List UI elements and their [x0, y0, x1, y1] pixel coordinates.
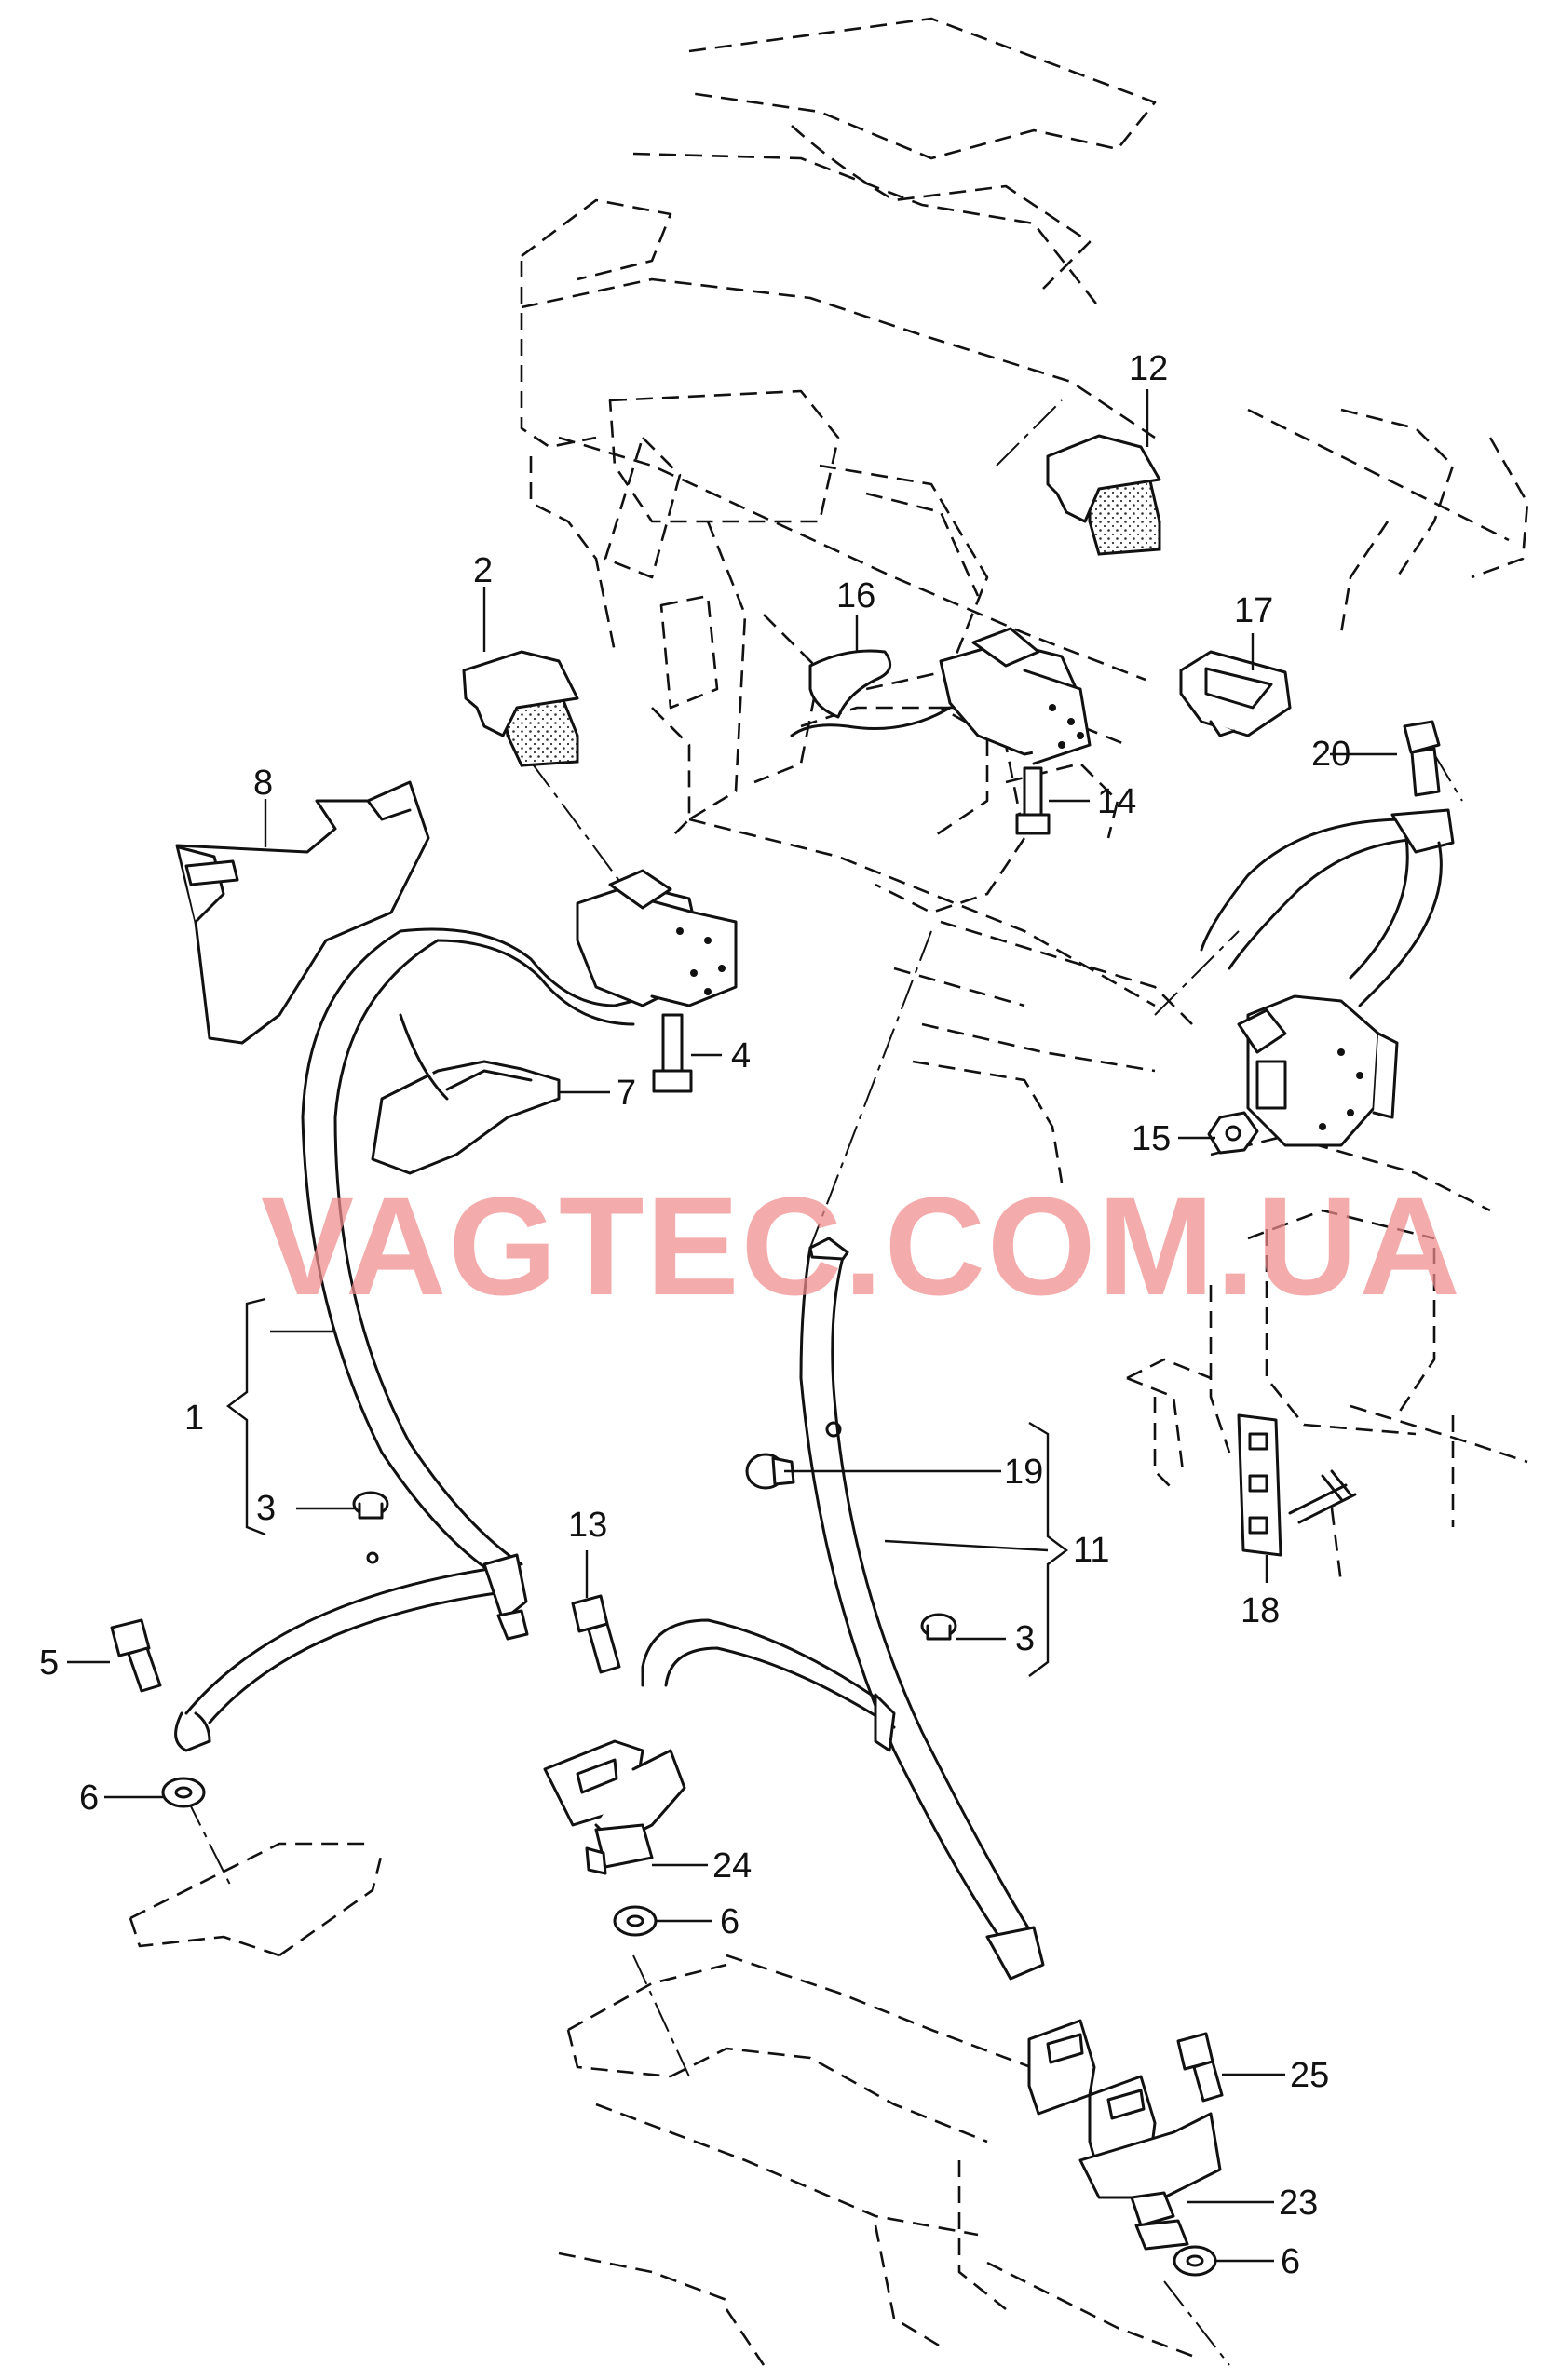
- leader-lines: [67, 389, 1397, 2263]
- watermark-text: VAGTEC.COM.UA: [261, 1168, 1462, 1324]
- part-7-guide-trim: [371, 1013, 561, 1175]
- callout-3-right: 3: [1015, 1619, 1035, 1658]
- callout-12: 12: [1129, 349, 1168, 388]
- part-6-washer-middle: [613, 1905, 658, 1937]
- callout-24: 24: [712, 1846, 752, 1886]
- part-20-bolt: [1403, 720, 1441, 797]
- part-12-retractor-cover: [1046, 434, 1161, 556]
- callout-17: 17: [1234, 591, 1273, 630]
- callout-2: 2: [473, 551, 493, 590]
- part-15-nut: [1207, 1111, 1259, 1155]
- part-8-pillar-trim: [175, 780, 430, 1045]
- callout-4: 4: [731, 1036, 751, 1075]
- part-14-bolt: [1015, 766, 1051, 835]
- callout-1: 1: [184, 1399, 204, 1438]
- callout-18: 18: [1241, 1591, 1280, 1630]
- callout-19: 19: [1004, 1453, 1043, 1492]
- part-5-bolt: [110, 1618, 162, 1693]
- callout-11: 11: [1073, 1531, 1109, 1570]
- part-11-belt-strap: [641, 1237, 1045, 1981]
- callout-20: 20: [1311, 735, 1350, 774]
- part-23-buckle-assembly: [1027, 2019, 1222, 2251]
- callout-6-middle: 6: [720, 1902, 739, 1941]
- part-17-insert: [1179, 650, 1292, 737]
- middle-retractor: [790, 627, 1092, 765]
- part-19-button-stop: [745, 1421, 842, 1490]
- callout-6-right: 6: [1281, 2242, 1300, 2281]
- part-3-grommet-left: [352, 1491, 389, 1564]
- callout-3-left: 3: [256, 1489, 276, 1528]
- alignment-axes: [185, 399, 1463, 2366]
- callout-7: 7: [617, 1074, 636, 1113]
- part-18-bracket: [1237, 1413, 1357, 1557]
- part-25-bolt: [1176, 2032, 1224, 2103]
- callout-13: 13: [568, 1506, 607, 1545]
- front-retractor: [576, 869, 738, 1007]
- part-13-bolt: [571, 1594, 621, 1674]
- callout-25: 25: [1290, 2056, 1329, 2095]
- callout-labels: 1 2 3 3 4 5 6 6 6 7 8 11 12 13 14 15 16 …: [39, 349, 1350, 2281]
- callout-5: 5: [39, 1643, 59, 1683]
- callout-6-left: 6: [79, 1778, 99, 1818]
- part-6-washer-left: [161, 1711, 211, 1808]
- part-4-bolt: [652, 1013, 693, 1093]
- part-3-grommet-right: [920, 1613, 957, 1641]
- part-24-buckle: [543, 1739, 686, 1875]
- callout-8: 8: [253, 764, 273, 803]
- vehicle-body-outline: [129, 17, 1529, 2366]
- part-1-belt-strap: [184, 927, 654, 1724]
- part-6-washer-right: [1173, 2245, 1217, 2277]
- part-2-retractor-cover: [462, 650, 579, 767]
- right-retractor-belt: [1200, 808, 1455, 1147]
- callout-15: 15: [1132, 1119, 1171, 1158]
- callout-14: 14: [1097, 782, 1136, 821]
- callout-16: 16: [836, 576, 875, 615]
- callout-23: 23: [1279, 2184, 1318, 2223]
